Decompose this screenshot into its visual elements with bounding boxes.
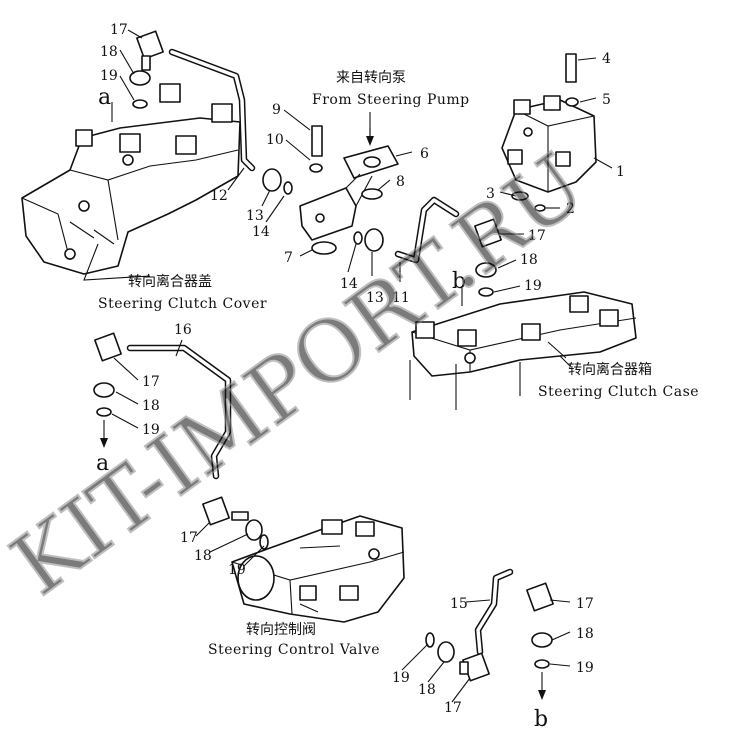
callout-7: 7	[284, 250, 293, 266]
callout-18: 18	[142, 398, 160, 414]
callout-17: 17	[142, 374, 160, 390]
callout-19: 19	[392, 670, 410, 686]
from-steering-pump-cn: 来自转向泵	[336, 70, 406, 86]
part-1-valve-block	[501, 95, 597, 193]
callout-12: 12	[210, 188, 228, 204]
callout-16: 16	[174, 322, 192, 338]
captions: 来自转向泵 From Steering Pump 转向离合器盖 Steering…	[98, 70, 699, 658]
steering-clutch-case-cn: 转向离合器箱	[568, 361, 652, 378]
callout-13: 13	[366, 290, 384, 306]
steering-clutch-case	[409, 291, 637, 410]
callout-19: 19	[524, 278, 542, 294]
callout-17: 17	[110, 22, 128, 38]
callout-17: 17	[180, 530, 198, 546]
callout-1: 1	[616, 164, 625, 180]
part-6-flange-block	[299, 145, 399, 241]
connection-letter-a: a	[96, 451, 109, 476]
callout-2: 2	[566, 201, 575, 217]
callout-18: 18	[520, 252, 538, 268]
connection-letter-b: b	[452, 269, 466, 294]
callout-18: 18	[194, 548, 212, 564]
part-callouts: 17 18 19 9 10 12 13 14 6 4 5 1 3 2 8 7 1…	[100, 22, 625, 716]
callout-18: 18	[418, 682, 436, 698]
callout-19: 19	[142, 422, 160, 438]
callout-13: 13	[246, 208, 264, 224]
steering-control-valve	[231, 515, 405, 623]
connection-letter-b: b	[534, 707, 548, 732]
connection-letters: a b a b	[96, 85, 548, 732]
callout-9: 9	[272, 102, 281, 118]
callout-8: 8	[396, 174, 405, 190]
callout-4: 4	[602, 51, 611, 67]
callout-5: 5	[602, 92, 611, 108]
callout-14: 14	[340, 276, 358, 292]
callout-19: 19	[100, 68, 118, 84]
steering-control-valve-cn: 转向控制阀	[246, 622, 316, 638]
steering-clutch-cover-en: Steering Clutch Cover	[98, 296, 267, 312]
steering-clutch-cover-cn: 转向离合器盖	[128, 273, 212, 290]
callout-6: 6	[420, 146, 429, 162]
steering-control-valve-en: Steering Control Valve	[208, 642, 380, 658]
callout-19: 19	[576, 660, 594, 676]
steering-clutch-case-en: Steering Clutch Case	[538, 384, 699, 400]
callout-17: 17	[444, 700, 462, 716]
callout-10: 10	[266, 132, 284, 148]
callout-18: 18	[100, 44, 118, 60]
callout-3: 3	[486, 186, 495, 202]
nuts-and-o-rings	[93, 53, 579, 669]
steering-clutch-cover	[21, 83, 241, 281]
connection-letter-a: a	[98, 85, 111, 110]
from-steering-pump-en: From Steering Pump	[312, 92, 470, 108]
callout-14: 14	[252, 224, 270, 240]
callout-11: 11	[392, 290, 410, 306]
leader-lines	[93, 29, 613, 703]
callout-19: 19	[228, 562, 246, 578]
callout-18: 18	[576, 626, 594, 642]
elbow-fittings	[94, 30, 554, 682]
callout-15: 15	[450, 596, 468, 612]
callout-17: 17	[528, 228, 546, 244]
callout-17: 17	[576, 596, 594, 612]
pipes	[126, 48, 514, 656]
